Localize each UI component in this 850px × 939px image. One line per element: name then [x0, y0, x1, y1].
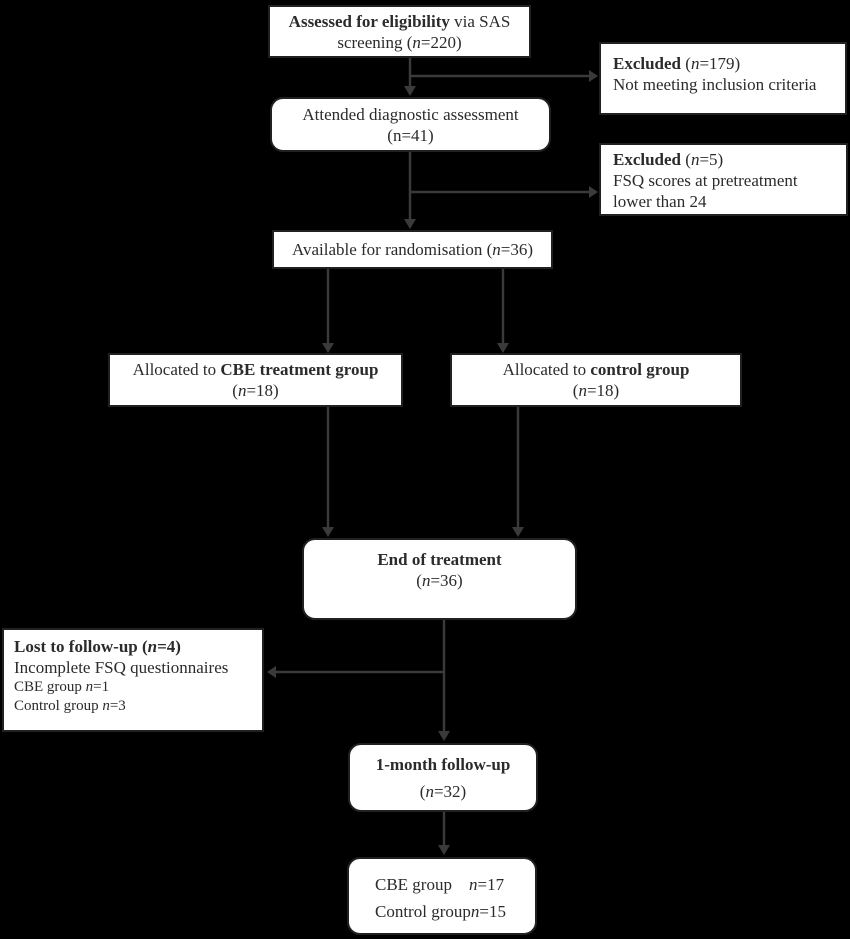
- arrowhead-to-lost: [267, 666, 276, 678]
- lost-line1: Lost to follow-up (n=4): [14, 637, 181, 656]
- arrowhead-to-excluded1: [589, 70, 598, 82]
- control-line1: Allocated to control group: [502, 360, 690, 379]
- arrowhead-control-to-end: [512, 527, 524, 537]
- available-line: Available for randomisation (n=36): [291, 240, 534, 259]
- excluded2-line1: Excluded (n=5): [613, 150, 724, 169]
- box-lost-to-followup: Lost to follow-up (n=4) Incomplete FSQ q…: [2, 628, 264, 732]
- cbe-line1: Allocated to CBE treatment group: [132, 360, 379, 379]
- box-end-of-treatment: End of treatment (n=36): [302, 538, 577, 620]
- box-excluded-fsq: Excluded (n=5) FSQ scores at pretreatmen…: [599, 143, 848, 216]
- 1month-line1: 1-month follow-up: [375, 754, 511, 774]
- assessed-line1: Assessed for eligibility via SAS: [289, 11, 511, 32]
- box-allocated-control: Allocated to control group (n=18): [450, 353, 742, 407]
- arrowhead-assessed-to-attended: [404, 86, 416, 96]
- box-assessed-eligibility: Assessed for eligibility via SAS screeni…: [268, 5, 531, 58]
- attended-line2: (n=41): [387, 125, 434, 145]
- arrowhead-available-to-cbe: [322, 343, 334, 353]
- lost-reason: Incomplete FSQ questionnaires: [14, 658, 229, 677]
- excluded1-reason: Not meeting inclusion criteria: [613, 75, 817, 94]
- box-attended-assessment: Attended diagnostic assessment (n=41): [270, 97, 551, 152]
- attended-line1: Attended diagnostic assessment: [302, 104, 519, 124]
- control-line2: (n=18): [572, 381, 620, 400]
- assessed-line2: screening (n=220): [337, 32, 462, 52]
- 1month-line2: (n=32): [419, 781, 467, 801]
- arrowhead-1month-to-final: [438, 845, 450, 855]
- excluded2-reason1: FSQ scores at pretreatment: [613, 171, 798, 190]
- assessed-title: Assessed for eligibility: [288, 11, 450, 31]
- arrowhead-to-excluded2: [589, 186, 598, 198]
- excluded2-reason2: lower than 24: [613, 192, 707, 211]
- arrowhead-end-to-1month: [438, 731, 450, 741]
- lost-cbe-count: CBE group n=1: [14, 679, 110, 695]
- box-available-randomisation: Available for randomisation (n=36): [272, 230, 553, 269]
- lost-control-count: Control group n=3: [14, 698, 126, 714]
- box-allocated-cbe: Allocated to CBE treatment group (n=18): [108, 353, 403, 407]
- end-line1: End of treatment: [377, 550, 502, 569]
- arrowhead-attended-to-available: [404, 219, 416, 229]
- box-1month-followup: 1-month follow-up (n=32): [348, 743, 538, 812]
- cbe-line2: (n=18): [232, 381, 279, 400]
- box-excluded-screening: Excluded (n=179) Not meeting inclusion c…: [599, 42, 847, 115]
- arrowhead-available-to-control: [497, 343, 509, 353]
- end-line2: (n=36): [416, 571, 463, 590]
- arrowhead-cbe-to-end: [322, 527, 334, 537]
- assessed-rest: via SAS: [449, 11, 511, 31]
- excluded1-line1: Excluded (n=179): [613, 54, 741, 73]
